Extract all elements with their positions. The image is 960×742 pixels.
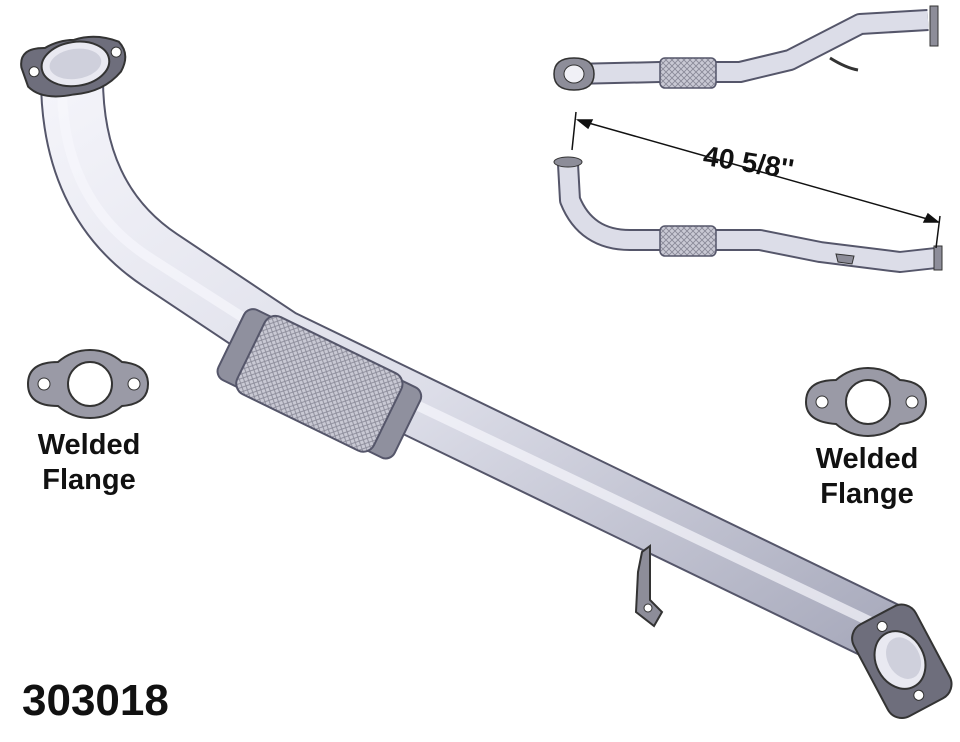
bottom-flange bbox=[851, 603, 953, 720]
dimension-line bbox=[571, 111, 941, 249]
hanger-bracket bbox=[634, 544, 664, 628]
left-flange-icon bbox=[26, 348, 150, 420]
inset-view-bottom bbox=[553, 156, 943, 273]
right-flange-icon bbox=[804, 366, 928, 438]
top-flange bbox=[20, 35, 127, 98]
main-pipe-highlight bbox=[56, 79, 895, 637]
left-flange-label-line1: Welded bbox=[37, 429, 141, 461]
part-number: 303018 bbox=[22, 676, 169, 725]
right-flange-label-line1: Welded bbox=[815, 443, 919, 475]
right-flange-label-line2: Flange bbox=[820, 477, 914, 510]
left-flange-label-line2: Flange bbox=[42, 463, 136, 496]
flex-section bbox=[216, 308, 423, 460]
left-flange-label: Welded Flange bbox=[22, 428, 156, 498]
right-flange-label: Welded Flange bbox=[800, 442, 934, 512]
inset-view-top bbox=[553, 5, 939, 91]
